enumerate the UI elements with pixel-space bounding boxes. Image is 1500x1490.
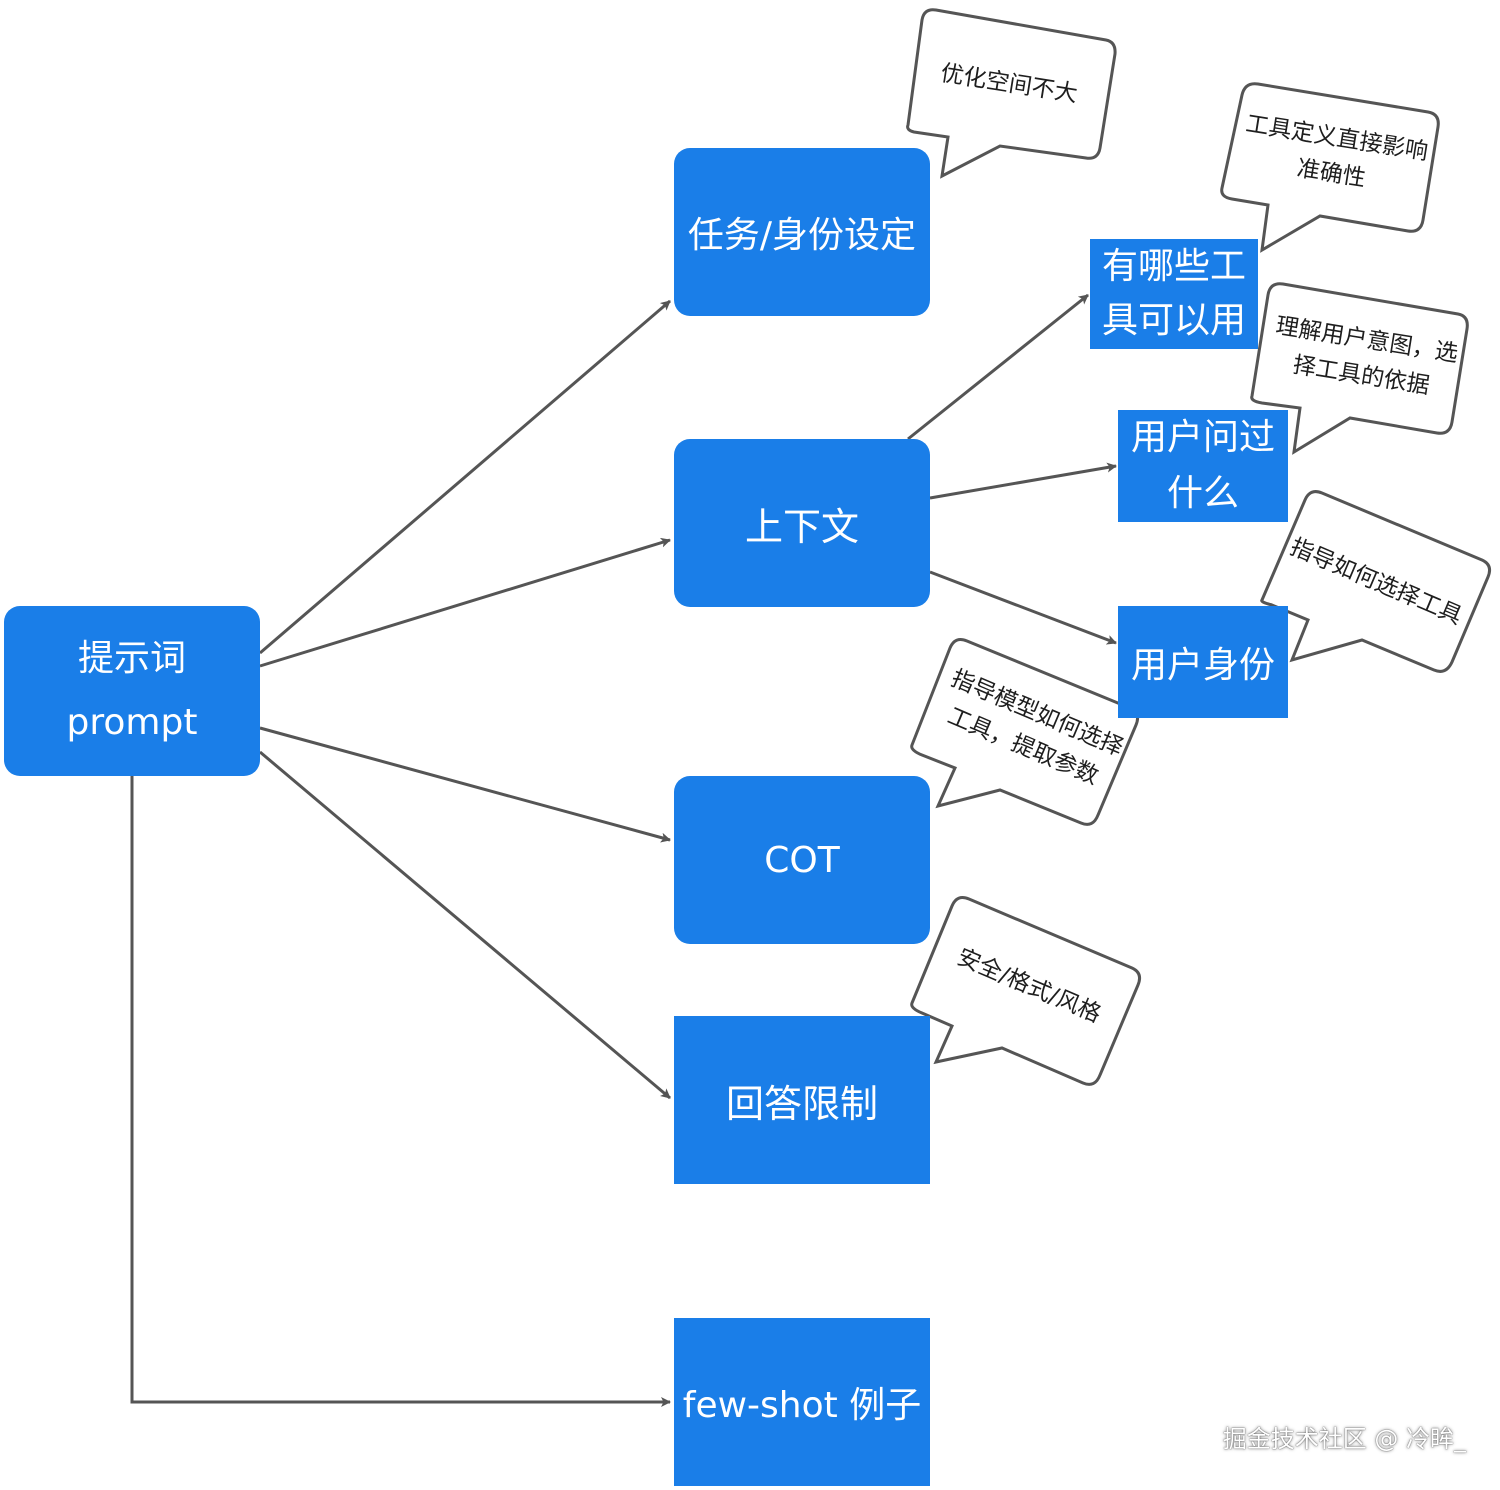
edge-root-limit (259, 750, 671, 1100)
node-task-identity-setting[interactable]: 任务/身份设定 (674, 148, 930, 316)
node-available-tools[interactable]: 有哪些工 具可以用 (1090, 239, 1258, 349)
node-cot-label: COT (764, 839, 840, 881)
edge-context-history (929, 462, 1117, 500)
node-task-label: 任务/身份设定 (687, 215, 917, 256)
node-history-line2: 什么 (1166, 473, 1239, 514)
watermark: 掘金技术社区 @ 冷眸_ (1222, 1425, 1466, 1453)
callout-tools-bubble (1220, 82, 1440, 253)
node-answer-limit[interactable]: 回答限制 (674, 1016, 930, 1184)
edge-context-tools (907, 293, 1089, 441)
edge-root-context (259, 537, 671, 668)
node-prompt-line1: 提示词 (77, 638, 186, 679)
node-history-line1: 用户问过 (1130, 417, 1275, 458)
node-cot[interactable]: COT (674, 776, 930, 944)
node-context-label: 上下文 (744, 504, 859, 549)
node-few-shot[interactable]: few-shot 例子 (674, 1318, 930, 1486)
edge-root-fewshot (130, 776, 671, 1407)
node-user-identity[interactable]: 用户身份 (1118, 606, 1288, 718)
node-tools-line1: 有哪些工 (1101, 246, 1246, 287)
callout-limit-bubble (910, 896, 1141, 1086)
callout-history-bubble (1250, 282, 1469, 455)
callout-task-bubble (906, 8, 1117, 179)
node-identity-label: 用户身份 (1130, 645, 1275, 686)
node-tools-line2: 具可以用 (1101, 300, 1246, 341)
node-user-history[interactable]: 用户问过 什么 (1118, 410, 1288, 522)
node-context[interactable]: 上下文 (674, 439, 930, 607)
node-prompt[interactable]: 提示词 prompt (4, 606, 260, 776)
callout-cot-bubble (910, 638, 1139, 826)
callout-identity-bubble (1260, 490, 1491, 673)
edge-root-task (259, 299, 671, 655)
node-limit-label: 回答限制 (725, 1081, 878, 1126)
node-prompt-line2: prompt (66, 702, 198, 743)
node-fewshot-label: few-shot 例子 (682, 1385, 922, 1426)
edge-root-cot (259, 726, 671, 843)
edge-context-identity (929, 570, 1117, 645)
